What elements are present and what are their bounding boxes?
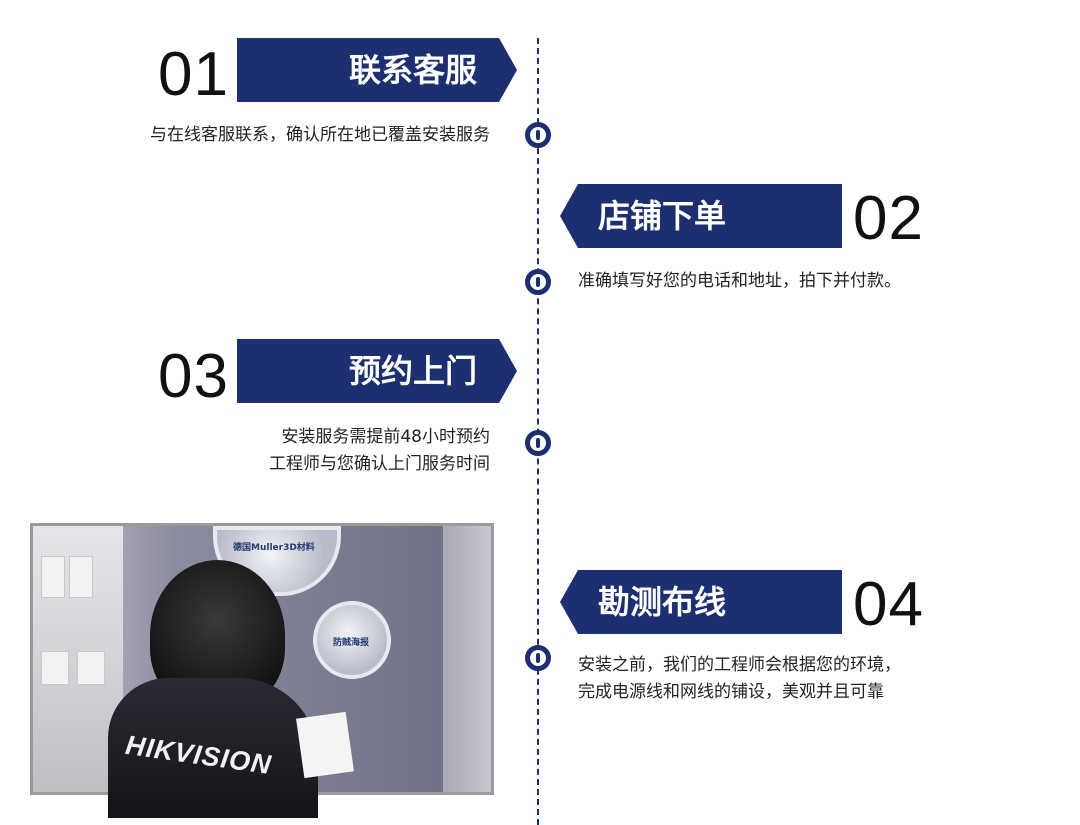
- step-number-03: 03: [158, 342, 229, 411]
- product-shelf: [33, 526, 123, 792]
- wall-panel: [443, 526, 491, 792]
- paper-sheet: [296, 711, 354, 779]
- round-display-right: 防贼海报: [313, 601, 391, 679]
- timeline-node-04: [525, 645, 551, 671]
- step-description-line: 工程师与您确认上门服务时间: [269, 454, 490, 474]
- step-description-04: 安装之前，我们的工程师会根据您的环境， 完成电源线和网线的铺设，美观并且可靠: [578, 652, 998, 706]
- step-number-01: 01: [158, 40, 229, 109]
- timeline-node-01: [525, 122, 551, 148]
- round-display-top: 德国Muller3D材料: [213, 526, 341, 596]
- step-title-banner-02: 店铺下单: [560, 184, 842, 248]
- display-label: 德国Muller3D材料: [233, 543, 315, 553]
- step-description-03: 安装服务需提前48小时预约 工程师与您确认上门服务时间: [90, 424, 490, 478]
- display-label-2: 防贼海报: [333, 638, 370, 648]
- timeline-node-03: [525, 430, 551, 456]
- person-body: [108, 678, 318, 818]
- step-description-01: 与在线客服联系，确认所在地已覆盖安装服务: [40, 122, 490, 149]
- step-description-line: 完成电源线和网线的铺设，美观并且可靠: [578, 682, 884, 702]
- step-description-line: 安装服务需提前48小时预约: [281, 427, 490, 447]
- step-number-02: 02: [853, 184, 924, 253]
- step-description-02: 准确填写好您的电话和地址，拍下并付款。: [578, 268, 998, 295]
- timeline-node-02: [525, 269, 551, 295]
- step-title-banner-04: 勘测布线: [560, 570, 842, 634]
- step-number-04: 04: [853, 570, 924, 639]
- step-title-banner-01: 联系客服: [237, 38, 517, 102]
- step-description-line: 与在线客服联系，确认所在地已覆盖安装服务: [150, 125, 490, 145]
- step-description-line: 安装之前，我们的工程师会根据您的环境，: [578, 655, 901, 675]
- step-description-line: 准确填写好您的电话和地址，拍下并付款。: [578, 271, 901, 291]
- step-title-banner-03: 预约上门: [237, 339, 517, 403]
